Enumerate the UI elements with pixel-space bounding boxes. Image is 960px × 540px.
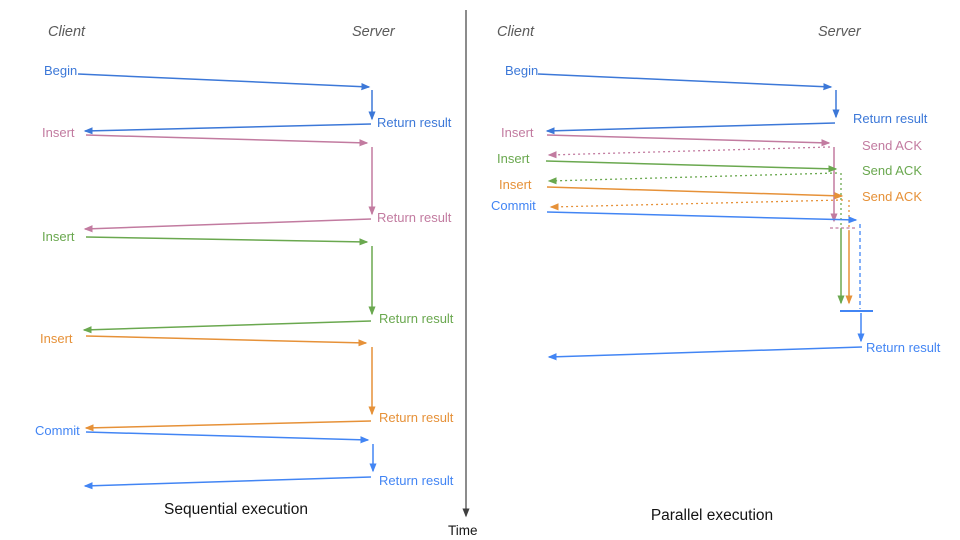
par-return-result-2-label: Return result: [866, 340, 941, 355]
par-insert2-arrows: [545, 160, 845, 305]
seq-return-result-3-label: Return result: [379, 311, 454, 326]
seq-insert3-arrows: [84, 335, 376, 432]
seq-insert1-arrows: [83, 134, 376, 233]
par-client-header: Client: [497, 24, 535, 40]
seq-server-header: Server: [352, 24, 395, 40]
seq-begin-arrows: [77, 73, 376, 135]
seq-return-result-1-label: Return result: [377, 115, 452, 130]
par-send-ack-1-label: Send ACK: [862, 138, 922, 153]
seq-insert-1-label: Insert: [42, 125, 75, 140]
seq-panel-title: Sequential execution: [164, 501, 308, 518]
par-insert-3-label: Insert: [499, 177, 532, 192]
seq-return-result-4-label: Return result: [379, 410, 454, 425]
par-send-ack-3-label: Send ACK: [862, 189, 922, 204]
par-insert3-arrows: [546, 186, 853, 305]
seq-return-result-5-label: Return result: [379, 473, 454, 488]
seq-begin-label: Begin: [44, 63, 78, 78]
seq-insert2-arrows: [82, 236, 376, 334]
par-send-ack-2-label: Send ACK: [862, 163, 922, 178]
seq-client-header: Client: [48, 24, 86, 40]
seq-return-result-2-label: Return result: [377, 210, 452, 225]
seq-insert-3-label: Insert: [40, 331, 73, 346]
par-begin-label: Begin: [505, 63, 539, 78]
par-begin-arrows: [537, 73, 840, 135]
par-panel-title: Parallel execution: [650, 507, 774, 524]
par-insert-2-label: Insert: [497, 151, 530, 166]
par-server-header: Server: [818, 24, 861, 40]
par-insert-1-label: Insert: [501, 125, 534, 140]
par-commit-arrows: [546, 211, 873, 361]
par-insert1-arrows: [546, 134, 857, 229]
seq-commit-label: Commit: [35, 423, 80, 438]
seq-commit-arrows: [83, 431, 377, 490]
par-return-result-1-label: Return result: [853, 111, 928, 126]
seq-insert-2-label: Insert: [42, 229, 75, 244]
par-commit-label: Commit: [491, 198, 536, 213]
time-axis-label: Time: [448, 523, 478, 538]
